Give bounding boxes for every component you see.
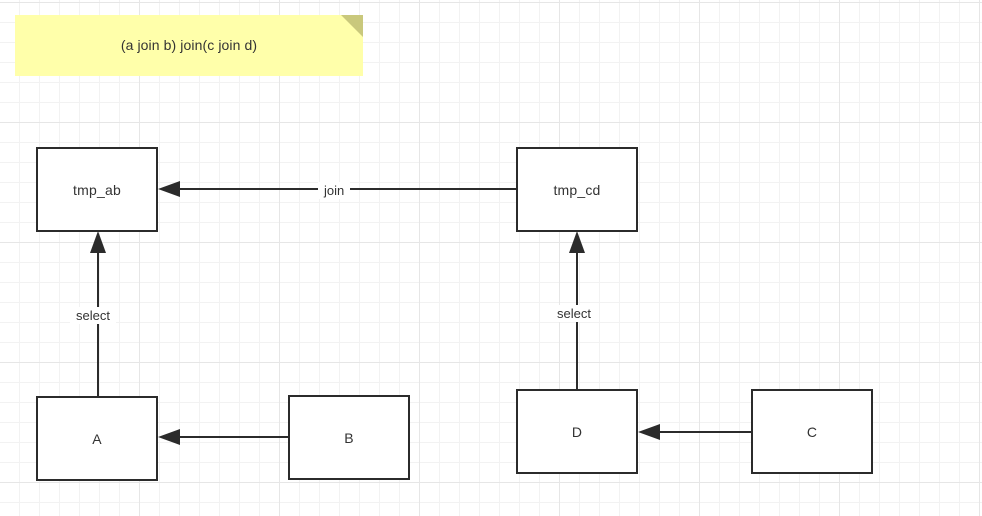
edge-b-to-a[interactable] [158,429,288,445]
node-c[interactable]: C [751,389,873,474]
node-tmp-cd[interactable]: tmp_cd [516,147,638,232]
node-label-tmp-ab: tmp_ab [73,181,121,198]
sticky-note-fold-icon [341,15,363,37]
node-label-a: A [92,430,102,447]
node-label-c: C [806,423,818,440]
node-d[interactable]: D [516,389,638,474]
edge-label-select-right: select [551,305,597,322]
node-label-b: B [344,429,354,446]
sticky-note[interactable]: (a join b) join(c join d) [15,15,363,76]
node-a[interactable]: A [36,396,158,481]
node-label-tmp-cd: tmp_cd [553,181,601,198]
edge-label-join: join [318,182,351,199]
node-tmp-ab[interactable]: tmp_ab [36,147,158,232]
sticky-note-text: (a join b) join(c join d) [120,37,258,53]
edge-c-to-d[interactable] [638,424,751,440]
node-label-d: D [571,423,583,440]
node-b[interactable]: B [288,395,410,480]
edge-label-select-left: select [70,307,116,324]
